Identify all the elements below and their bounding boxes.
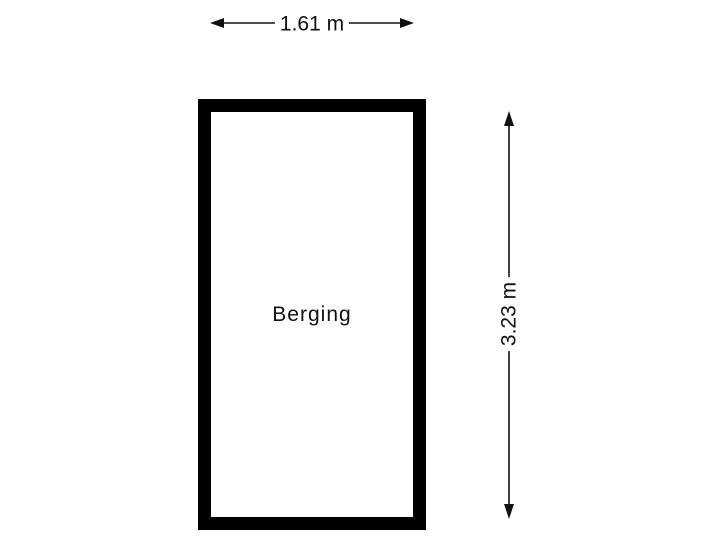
arrow-left-icon: [210, 18, 224, 28]
arrow-right-icon: [400, 18, 414, 28]
arrow-down-icon: [504, 504, 514, 519]
room-label-berging: Berging: [272, 303, 352, 326]
height-dimension-label: 3.23 m: [498, 276, 521, 352]
arrow-up-icon: [504, 111, 514, 126]
width-dimension-label: 1.61 m: [274, 13, 350, 35]
room-walls-berging: [198, 99, 426, 530]
